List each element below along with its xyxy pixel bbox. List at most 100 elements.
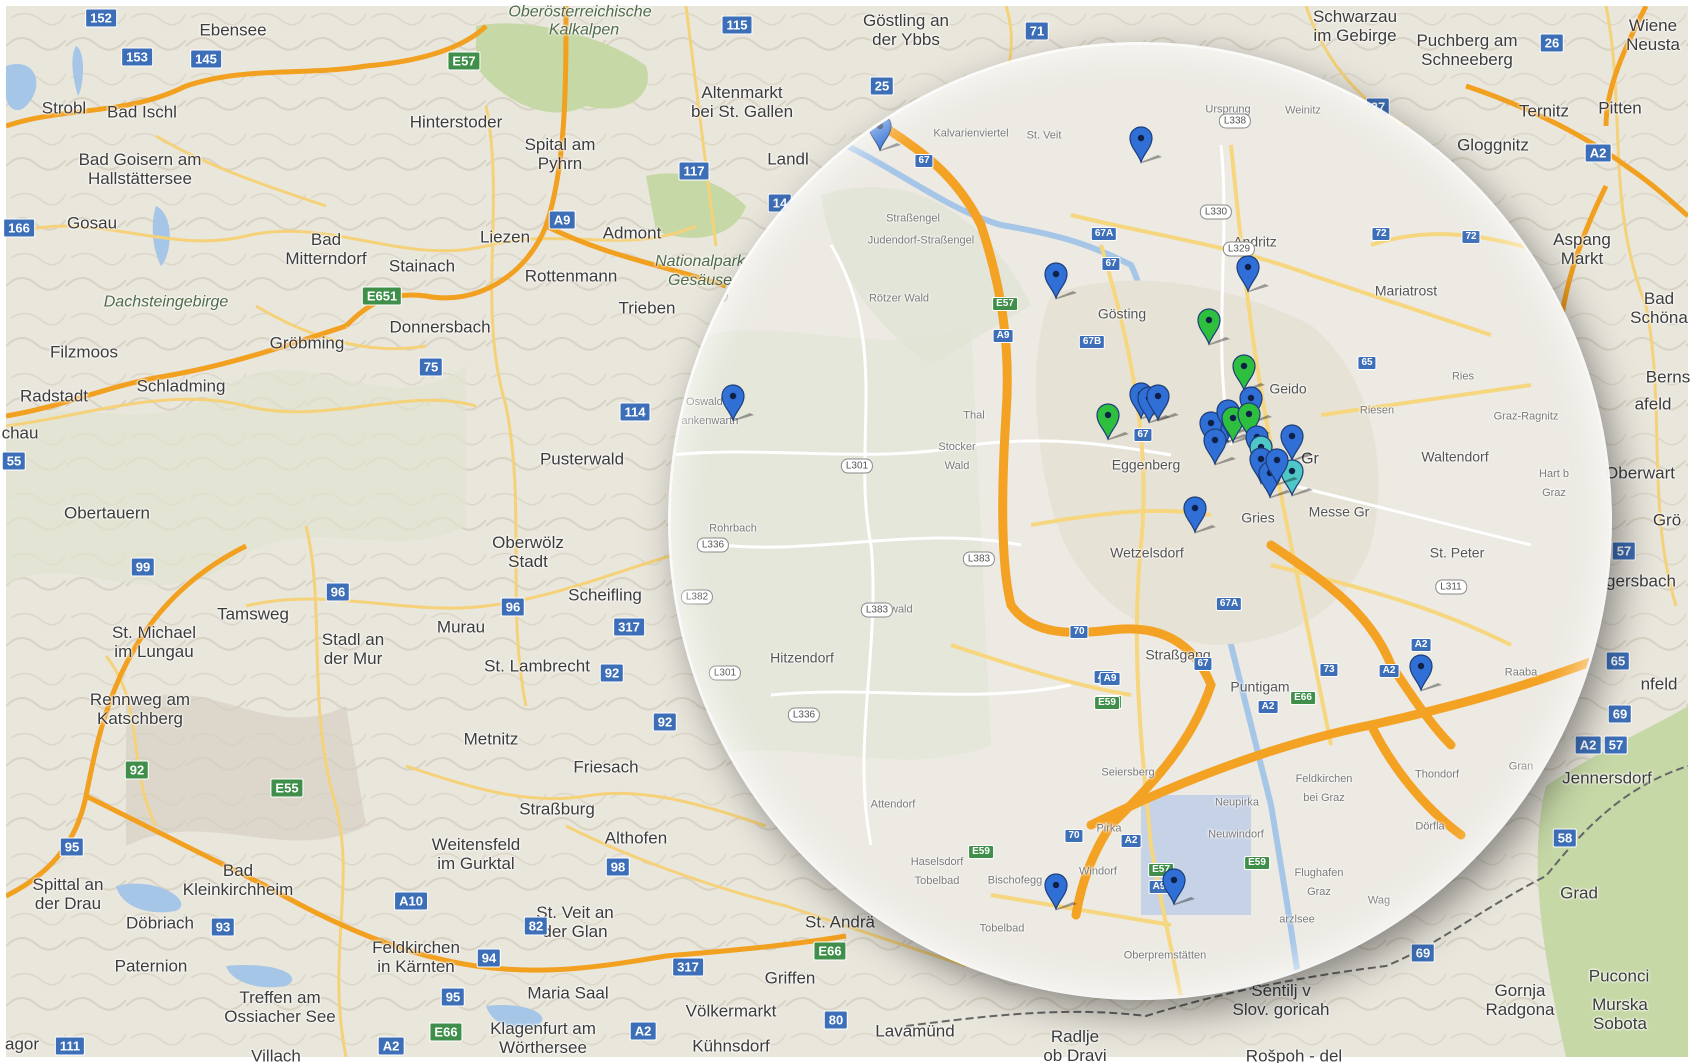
- road-shield: 80: [823, 1010, 849, 1030]
- road-shield: 115: [721, 15, 753, 35]
- place-label-st-veit: St. Veit an der Glan: [536, 903, 614, 941]
- map-marker-pin-icon[interactable]: [1196, 307, 1230, 346]
- road-shield: 92: [124, 760, 150, 780]
- local-road-label: L336: [787, 707, 821, 723]
- place-label-doebriach: Döbriach: [125, 913, 195, 933]
- lens-road-shield: 67B: [1078, 335, 1106, 349]
- place-label-lavamuend: Lavamünd: [875, 1021, 955, 1041]
- lens-place-label-geidorf: Geido: [1269, 380, 1307, 397]
- map-marker-pin-icon[interactable]: [720, 383, 754, 422]
- place-label-treffen: Treffen am Ossiacher See: [224, 988, 336, 1026]
- map-marker-pin-icon[interactable]: [1264, 447, 1298, 486]
- place-label-kuehnsdorf: Kühnsdorf: [692, 1036, 770, 1056]
- place-label-oberwart: Oberwart: [1605, 463, 1675, 483]
- road-shield: 111: [54, 1036, 86, 1056]
- place-label-metnitz: Metnitz: [463, 729, 519, 749]
- map-marker-pin-icon[interactable]: [1145, 383, 1179, 422]
- road-shield: 96: [325, 582, 351, 602]
- lens-place-label-wetzelsdorf: Wetzelsdorf: [1110, 544, 1184, 561]
- map-marker-pin-icon[interactable]: [867, 113, 901, 152]
- place-label-liezen: Liezen: [479, 227, 531, 247]
- road-shield: E651: [361, 286, 403, 306]
- lens-place-label-windorf: Windorf: [1079, 865, 1117, 878]
- lens-place-label-strassengel: Straßengel: [886, 212, 940, 225]
- place-label-klagenfurt: Klagenfurt am Wörthersee: [490, 1019, 596, 1057]
- map-marker-pin-icon[interactable]: [1043, 872, 1077, 911]
- place-label-agor: agor: [4, 1034, 40, 1054]
- place-label-rennweg: Rennweg am Katschberg: [89, 690, 191, 728]
- lens-road-shield: E59: [1094, 696, 1120, 710]
- road-shield: 75: [418, 357, 444, 377]
- place-label-bad-mitterndorf: Bad Mitterndorf: [285, 230, 367, 268]
- lens-road-shield: 73: [1319, 663, 1339, 677]
- local-road-label: L330: [1199, 204, 1233, 220]
- lens-place-label-graz-ragnitz: Graz-Ragnitz: [1493, 410, 1559, 423]
- lens-place-label-graz: Gr: [1301, 450, 1319, 468]
- lens-place-label-rohrbach: Rohrbach: [709, 522, 757, 535]
- lens-place-label-neupirka: Neupirka: [1214, 796, 1260, 809]
- place-label-murau: Murau: [436, 617, 486, 637]
- place-label-dachstein: Dachsteingebirge: [103, 293, 229, 311]
- place-label-althofen: Althofen: [604, 828, 668, 848]
- lens-road-shield: 67: [1193, 657, 1213, 671]
- lens-road-shield: A9: [992, 329, 1014, 343]
- place-label-bad-kleinkirchheim: Bad Kleinkirchheim: [182, 861, 294, 899]
- place-label-trieben: Trieben: [618, 298, 676, 318]
- lens-road-shield: E66: [1290, 691, 1316, 705]
- road-shield: 65: [1605, 651, 1631, 671]
- map-marker-pin-icon[interactable]: [1095, 402, 1129, 441]
- lens-place-label-messe: Messe Gr: [1308, 503, 1370, 520]
- map-marker-pin-icon[interactable]: [1279, 458, 1313, 497]
- road-shield: 69: [1607, 704, 1633, 724]
- lens-road-shield: A2: [1410, 638, 1432, 652]
- map-marker-pin-icon[interactable]: [1408, 653, 1442, 692]
- local-road-label: L301: [708, 665, 742, 681]
- lens-road-shield: A2: [1378, 664, 1400, 678]
- lens-place-label-puntigam: Puntigam: [1230, 678, 1290, 695]
- local-road-label: L383: [860, 602, 894, 618]
- place-label-villach: Villach: [251, 1046, 301, 1063]
- lens-road-shield: 67: [914, 154, 934, 168]
- lens-place-label-haselsdorf: Haselsdorf Tobelbad: [910, 856, 964, 887]
- place-label-voelkermarkt: Völkermarkt: [685, 1001, 777, 1021]
- lens-place-label-mariatrost: Mariatrost: [1374, 282, 1438, 299]
- local-road-label: L383: [962, 551, 996, 567]
- map-marker-pin-icon[interactable]: [1202, 427, 1236, 466]
- map-marker-pin-icon[interactable]: [1279, 423, 1313, 462]
- lens-place-label-st-veit-graz: St. Veit: [1026, 129, 1062, 142]
- place-label-kalkalpen: Kalkalpen: [548, 21, 620, 39]
- lens-place-label-doerfla: Dörfla: [1415, 820, 1445, 833]
- local-road-label: L382: [680, 589, 714, 605]
- road-shield: E55: [270, 778, 304, 798]
- map-marker-pin-icon[interactable]: [1182, 495, 1216, 534]
- lens-base-map: [671, 45, 1609, 997]
- place-label-strassburg: Straßburg: [519, 799, 595, 819]
- road-shield: 96: [500, 597, 526, 617]
- map-marker-pin-icon[interactable]: [1128, 125, 1162, 164]
- lens-place-label-zwaring: arzlsee: [1279, 913, 1315, 926]
- road-shield: 94: [476, 948, 502, 968]
- place-label-weitensfeld: Weitensfeld im Gurktal: [431, 835, 521, 873]
- place-label-obertauern: Obertauern: [64, 503, 150, 523]
- lens-road-shield: A2: [1120, 834, 1142, 848]
- road-shield: 93: [210, 917, 236, 937]
- place-label-schladming: Schladming: [136, 376, 226, 396]
- local-road-label: L301: [840, 458, 874, 474]
- local-road-label: L336: [696, 537, 730, 553]
- lens-place-label-eggenberg: Eggenberg: [1111, 456, 1181, 473]
- place-label-stainach: Stainach: [388, 256, 456, 276]
- lens-road-shield: 67: [1101, 257, 1121, 271]
- road-shield: A9: [548, 210, 576, 230]
- place-label-wiener-neustadt: Wiene Neusta: [1626, 16, 1680, 54]
- map-marker-pin-icon[interactable]: [1235, 254, 1269, 293]
- map-marker-pin-icon[interactable]: [1161, 867, 1195, 906]
- road-shield: 98: [605, 857, 631, 877]
- map-marker-pin-icon[interactable]: [1043, 261, 1077, 300]
- place-label-gersbach: gersbach: [1606, 571, 1676, 591]
- road-shield: A2: [629, 1021, 657, 1041]
- lens-place-label-raaba: Raaba: [1504, 666, 1538, 679]
- place-label-rottenmann: Rottenmann: [524, 266, 618, 286]
- place-label-bad-goisern: Bad Goisern am Hallstättersee: [78, 150, 202, 188]
